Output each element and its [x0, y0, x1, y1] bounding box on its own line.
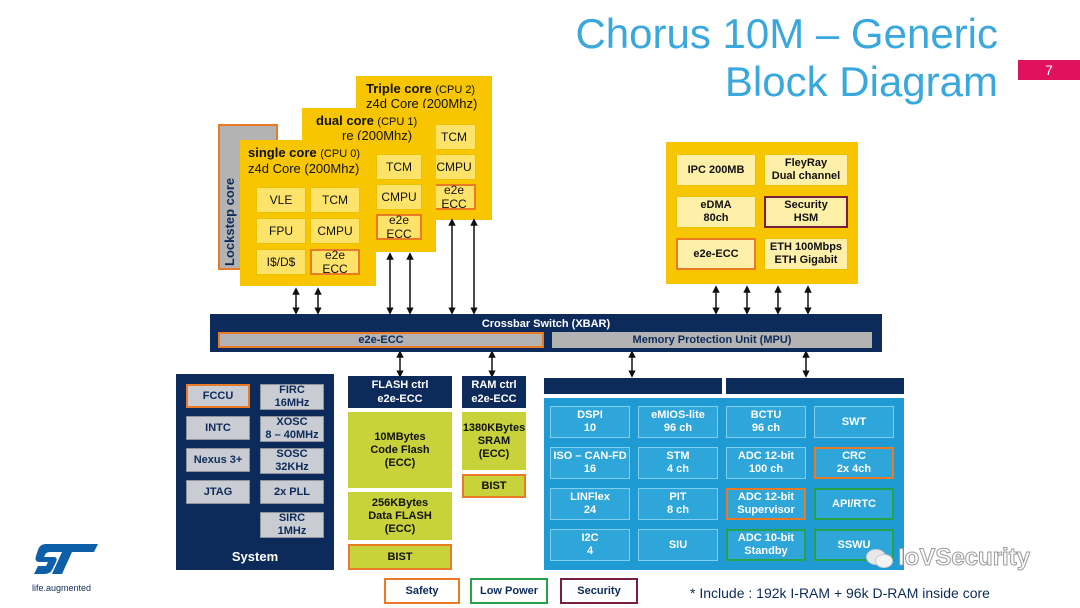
st-logo: life.augmented — [32, 542, 104, 593]
bctu-box: BCTU 96 ch — [726, 406, 806, 438]
sirc-box: SIRC 1MHz — [260, 512, 324, 538]
flexray-box: FleyRay Dual channel — [764, 154, 848, 186]
firc-box: FIRC 16MHz — [260, 384, 324, 410]
crossbar-switch: Crossbar Switch (XBAR) e2e-ECC Memory Pr… — [210, 314, 882, 352]
watermark: IoVSecurity — [866, 544, 1031, 572]
security-hsm-box: Security HSM — [764, 196, 848, 228]
system-label: System — [231, 549, 279, 564]
legend-security: Security — [560, 578, 638, 604]
swt-box: SWT — [814, 406, 894, 438]
xosc-box: XOSC 8 – 40MHz — [260, 416, 324, 442]
peripheral-bus-left — [544, 378, 722, 394]
dual-cmpu: CMPU — [376, 184, 422, 210]
triple-core-name: Triple core — [366, 81, 432, 96]
adc12-box: ADC 12-bit 100 ch — [726, 447, 806, 479]
fccu-box: FCCU — [186, 384, 250, 408]
triple-core-title: Triple core (CPU 2) — [366, 81, 475, 96]
flash-ctrl-header: FLASH ctrl e2e-ECC — [348, 376, 452, 408]
title-line-1: Chorus 10M – Generic — [575, 10, 998, 57]
single-cmpu: CMPU — [310, 218, 360, 244]
siu-box: SIU — [638, 529, 718, 561]
crc-box: CRC 2x 4ch — [814, 447, 894, 479]
dspi-box: DSPI 10 — [550, 406, 630, 438]
ipc-box: IPC 200MB — [676, 154, 756, 186]
mpu-bar: Memory Protection Unit (MPU) — [552, 332, 872, 348]
watermark-text: IoVSecurity — [897, 544, 1031, 572]
adc10-standby-box: ADC 10-bit Standby — [726, 529, 806, 561]
ram-bist-box: BIST — [462, 474, 526, 498]
st-logo-mark — [34, 544, 98, 574]
single-vle: VLE — [256, 187, 306, 213]
single-e2e-ecc: e2e ECC — [310, 248, 360, 276]
nexus-box: Nexus 3+ — [186, 448, 250, 472]
triple-core-sub: z4d Core (200Mhz) — [366, 96, 478, 111]
title-line-2: Block Diagram — [724, 58, 998, 105]
single-fpu: FPU — [256, 218, 306, 244]
dual-tcm: TCM — [376, 154, 422, 180]
emios-box: eMIOS-lite 96 ch — [638, 406, 718, 438]
can-fd-box: ISO – CAN-FD 16 — [550, 447, 630, 479]
ethernet-box: ETH 100Mbps ETH Gigabit — [764, 238, 848, 270]
jtag-box: JTAG — [186, 480, 250, 504]
crossbar-e2e-ecc: e2e-ECC — [218, 332, 544, 348]
crossbar-label: Crossbar Switch (XBAR) — [481, 318, 611, 330]
pll-box: 2x PLL — [260, 480, 324, 504]
logo-tagline: life.augmented — [32, 583, 92, 593]
triple-core-cpu: (CPU 2) — [435, 84, 476, 96]
page-number: 7 — [1018, 60, 1080, 80]
single-tcm: TCM — [310, 187, 360, 213]
ram-ctrl-header: RAM ctrl e2e-ECC — [462, 376, 526, 408]
api-rtc-box: API/RTC — [814, 488, 894, 520]
single-cache: I$/D$ — [256, 249, 306, 275]
dual-core-title: dual core (CPU 1) — [316, 113, 417, 128]
adc-supervisor-box: ADC 12-bit Supervisor — [726, 488, 806, 520]
dual-e2e-ecc: e2e ECC — [376, 213, 422, 241]
single-core-name: single core — [248, 145, 317, 160]
peripheral-bus-right — [726, 378, 904, 394]
edma-box: eDMA 80ch — [676, 196, 756, 228]
pit-box: PIT 8 ch — [638, 488, 718, 520]
peripheral-bottom-block: DSPI 10 eMIOS-lite 96 ch BCTU 96 ch SWT … — [544, 398, 904, 570]
single-core-block: single core (CPU 0) z4d Core (200Mhz) VL… — [240, 140, 376, 286]
i2c-box: I2C 4 — [550, 529, 630, 561]
flash-bist-box: BIST — [348, 544, 452, 570]
intc-box: INTC — [186, 416, 250, 440]
data-flash-box: 256KBytes Data FLASH (ECC) — [348, 492, 452, 540]
linflex-box: LINFlex 24 — [550, 488, 630, 520]
legend-low-power: Low Power — [470, 578, 548, 604]
sosc-box: SOSC 32KHz — [260, 448, 324, 474]
sram-box: 1380KBytes SRAM (ECC) — [462, 412, 526, 470]
dual-core-cpu: (CPU 1) — [377, 116, 418, 128]
system-block: FCCU FIRC 16MHz INTC XOSC 8 – 40MHz Nexu… — [176, 374, 334, 570]
single-core-title: single core (CPU 0) — [248, 145, 360, 160]
code-flash-box: 10MBytes Code Flash (ECC) — [348, 412, 452, 488]
legend-safety: Safety — [384, 578, 460, 604]
e2e-ecc-periph-box: e2e-ECC — [676, 238, 756, 270]
sswu-box: SSWU — [814, 529, 894, 561]
peripheral-top-block: IPC 200MB FleyRay Dual channel eDMA 80ch… — [666, 142, 858, 284]
single-core-sub: z4d Core (200Mhz) — [248, 161, 360, 176]
dual-core-sub: re (200Mhz) — [342, 128, 413, 143]
stm-box: STM 4 ch — [638, 447, 718, 479]
footnote: * Include : 192k I-RAM + 96k D-RAM insid… — [690, 585, 990, 601]
single-core-cpu: (CPU 0) — [320, 148, 360, 160]
slide-title: Chorus 10M – Generic Block Diagram — [438, 10, 998, 106]
wechat-icon — [866, 547, 894, 569]
dual-core-name: dual core — [316, 113, 374, 128]
